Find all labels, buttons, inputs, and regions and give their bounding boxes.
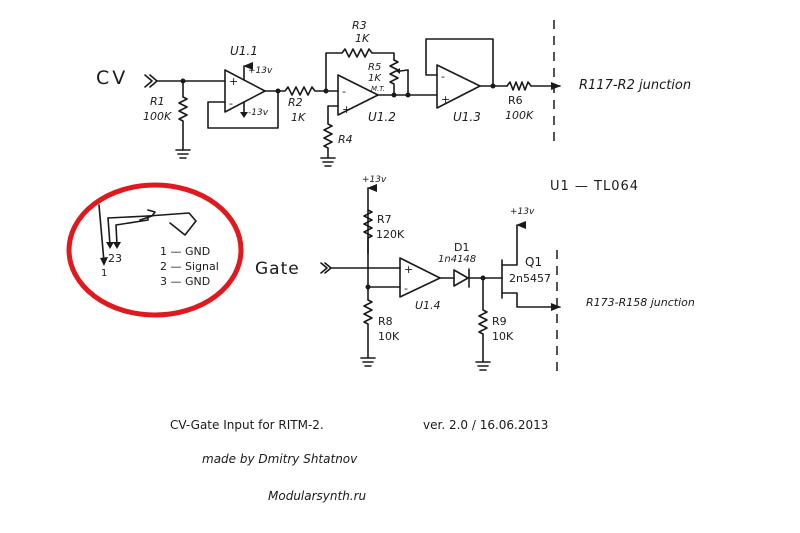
r2-resistor [264, 86, 327, 96]
cv-output-label: R117-R2 junction [579, 78, 691, 93]
jack-pinout: 2 3 1 1 — GND 2 — Signal 3 — GND [66, 182, 244, 318]
r9-value: 10K [492, 330, 514, 343]
footer-notes: CV-Gate Input for RITM-2. ver. 2.0 / 16.… [170, 418, 548, 503]
r9-resistor [475, 277, 491, 371]
jack-icon [98, 204, 197, 266]
r5-trimmer [389, 59, 409, 96]
q1-supply: +13v [510, 207, 535, 217]
gate-input-label: Gate [255, 259, 300, 279]
u1-3-minus: - [441, 70, 445, 83]
r3-value: 1K [355, 32, 370, 45]
r2-name: R2 [288, 96, 303, 109]
r1-name: R1 [150, 95, 165, 108]
r3-resistor [325, 48, 395, 92]
r5-note: M.T. [371, 85, 385, 93]
chip-note: U1 — TL064 [550, 179, 639, 194]
r7-value: 120K [376, 228, 405, 241]
cv-jack-icon [144, 74, 158, 88]
cv-section: CV R1 100K + - U1.1 +13v -13v [96, 19, 691, 167]
r7-resistor [363, 209, 373, 239]
ground-icon [475, 361, 491, 371]
d1-name: D1 [454, 241, 469, 254]
u1-1-name: U1.1 [230, 44, 258, 58]
r6-name: R6 [508, 94, 523, 107]
u1-4-minus: - [404, 282, 408, 295]
footer-version: ver. 2.0 / 16.06.2013 [423, 418, 548, 432]
jack-pin-1-desc: 1 — GND [160, 245, 210, 258]
q1-name: Q1 [525, 255, 542, 269]
u1-1-opamp [207, 62, 279, 129]
u1-1-plus: + [229, 75, 238, 88]
ground-icon [360, 357, 376, 367]
u1-1-vminus: -13v [248, 108, 269, 118]
u1-1-minus: - [229, 97, 233, 110]
r1-resistor [175, 80, 191, 159]
u1-3-name: U1.3 [453, 110, 481, 124]
r7-name: R7 [377, 213, 392, 226]
r6-value: 100K [505, 109, 534, 122]
d1-diode [453, 268, 503, 288]
u1-4-name: U1.4 [415, 299, 441, 312]
u1-2-opamp [325, 74, 379, 119]
jack-pin-2-desc: 2 — Signal [160, 260, 219, 273]
r8-resistor [360, 289, 376, 367]
jack-pin-1-number: 1 [101, 268, 107, 279]
gate-output-label: R173-R158 junction [586, 296, 695, 309]
junction-dot [391, 92, 397, 98]
highlight-circle [66, 182, 244, 318]
r8-name: R8 [378, 315, 393, 328]
gate-supply-label: +13v [362, 175, 387, 185]
u1-4-opamp [399, 257, 455, 298]
q1-transistor [501, 221, 561, 311]
r8-value: 10K [378, 330, 400, 343]
junction-dot [405, 92, 411, 98]
footer-title: CV-Gate Input for RITM-2. [170, 418, 324, 432]
r5-value: 1K [368, 73, 382, 84]
gate-section: Gate +13v R7 120K R8 10K + - U [255, 175, 695, 371]
r6-resistor [506, 81, 561, 91]
d1-value: 1n4148 [438, 254, 476, 265]
jack-pin-3-desc: 3 — GND [160, 275, 210, 288]
r9-name: R9 [492, 315, 507, 328]
ground-icon [175, 149, 191, 159]
u1-4-plus: + [404, 263, 413, 276]
cv-input-label: CV [96, 67, 128, 89]
q1-value: 2n5457 [509, 272, 551, 285]
footer-author: made by Dmitry Shtatnov [202, 452, 358, 466]
u1-1-vplus: +13v [248, 66, 273, 76]
ground-icon [320, 157, 336, 167]
r4-name: R4 [338, 133, 353, 146]
u1-3-opamp [425, 38, 508, 109]
jack-pin-3-number: 3 [115, 252, 122, 265]
jack-pin-2-number: 2 [108, 252, 115, 265]
u1-3-plus: + [441, 93, 450, 106]
r3-name: R3 [352, 19, 367, 32]
r4-resistor [320, 117, 336, 167]
junction-dot [490, 83, 496, 89]
r2-value: 1K [291, 111, 306, 124]
u1-2-name: U1.2 [368, 110, 396, 124]
r1-value: 100K [143, 110, 172, 123]
footer-site: Modularsynth.ru [268, 489, 367, 503]
r5-name: R5 [368, 62, 381, 73]
u1-2-minus: - [342, 85, 346, 98]
u1-2-plus: + [342, 103, 351, 116]
gate-jack-icon [320, 262, 332, 274]
